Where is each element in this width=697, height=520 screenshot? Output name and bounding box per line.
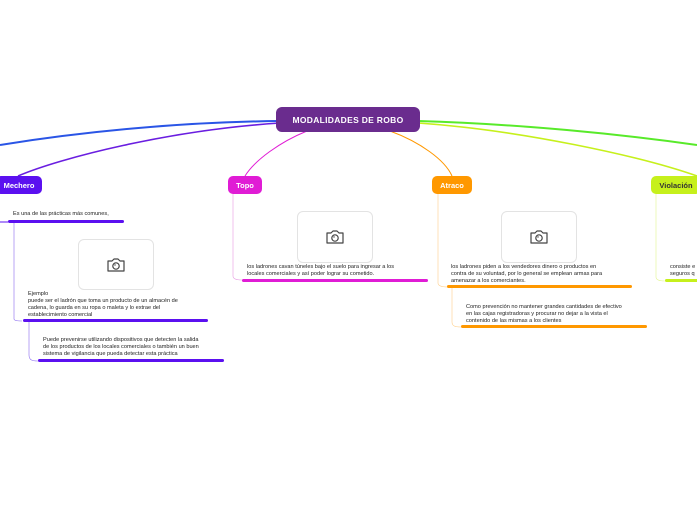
note-atraco-definition[interactable]: los ladrones piden a los vendedores dine… (451, 264, 603, 284)
connector-topo-sub (232, 193, 243, 281)
note-mechero-prevention[interactable]: Puede prevenirse utilizando dispositivos… (43, 337, 199, 357)
topic-atraco[interactable]: Atraco (432, 176, 472, 194)
connector-violacion (417, 122, 697, 177)
connector-atraco-sub (451, 288, 462, 328)
note-underline (665, 279, 697, 282)
note-underline (461, 325, 647, 328)
image-placeholder-mechero[interactable] (78, 239, 154, 290)
note-underline (8, 220, 124, 223)
connector-violacion-sub (655, 193, 666, 282)
connector-mechero-sub (28, 322, 39, 362)
topic-violacion[interactable]: Violación (651, 176, 697, 194)
note-underline (38, 359, 224, 362)
image-placeholder-topo[interactable] (297, 211, 373, 263)
camera-icon (107, 257, 125, 272)
connector-topo (244, 130, 308, 177)
note-mechero-definition[interactable]: Es una de las prácticas más comunes, (13, 211, 109, 217)
connector-atraco-sub (437, 193, 449, 288)
camera-icon (530, 230, 548, 244)
connector-mechero (17, 122, 281, 177)
connector-offscreen-left (0, 120, 281, 146)
note-underline (23, 319, 208, 322)
note-mechero-example[interactable]: Ejemplo puede ser el ladrón que toma un … (28, 291, 178, 318)
topic-topo[interactable]: Topo (228, 176, 262, 194)
note-topo-definition[interactable]: los ladrones cavan túneles bajo el suelo… (247, 264, 395, 277)
connector-atraco (389, 130, 453, 177)
note-violacion-definition[interactable]: consiste e seguros q (670, 264, 696, 277)
note-atraco-prevention[interactable]: Como prevención no mantener grandes cant… (466, 304, 622, 324)
connector-offscreen-right (417, 120, 697, 146)
central-topic[interactable]: MODALIDADES DE ROBO (276, 107, 420, 132)
topic-mechero[interactable]: Mechero (0, 176, 42, 194)
note-underline (242, 279, 428, 282)
note-underline (447, 285, 632, 288)
image-placeholder-atraco[interactable] (501, 211, 577, 263)
connector-mechero-sub (13, 222, 23, 322)
camera-icon (326, 230, 344, 244)
